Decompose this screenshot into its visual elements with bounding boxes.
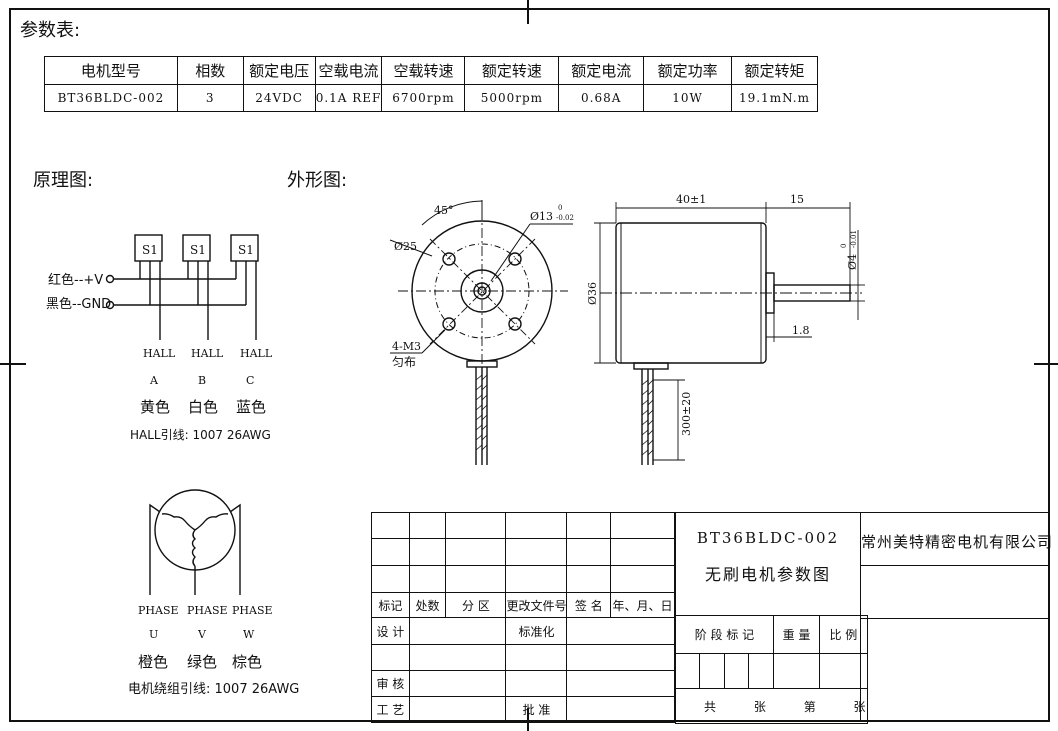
- rev-header: 签 名: [566, 592, 612, 618]
- hall-sensor-a: [134, 234, 163, 262]
- phase-letter: U: [149, 628, 158, 641]
- boss-tol-upper: 0: [558, 204, 562, 212]
- phase-letter: V: [197, 628, 207, 641]
- hall-label: HALL: [240, 347, 273, 360]
- power-black-label: 黑色--GND: [46, 296, 111, 312]
- winding-symbol: [149, 489, 241, 595]
- params-heading: 参数表:: [20, 20, 81, 41]
- drawing-number: BT36BLDC-002: [696, 529, 840, 547]
- phase-letter: W: [243, 628, 255, 641]
- principle-heading: 原理图:: [33, 170, 94, 191]
- hall-label: HALL: [191, 347, 224, 360]
- shaft-dia-dim: Ø4: [846, 254, 859, 270]
- phase-color: 橙色: [138, 653, 168, 671]
- angle-dim: 45°: [434, 204, 454, 217]
- hall-wire-spec: HALL引线: 1007 26AWG: [130, 428, 271, 442]
- sensor-label: S1: [190, 243, 206, 257]
- phase-color: 棕色: [232, 653, 262, 671]
- hall-sensor-c: [230, 234, 259, 262]
- lead-length-dim: 300±20: [680, 392, 693, 436]
- param-header: 额定转矩: [730, 56, 819, 85]
- param-value: 19.1mN.m: [730, 84, 819, 112]
- param-header: 额定电流: [558, 56, 645, 85]
- sheets-label: 张: [753, 699, 767, 714]
- boss-dim: Ø13: [530, 210, 553, 223]
- mount-hole: [442, 252, 456, 266]
- param-value: 6700rpm: [381, 84, 466, 112]
- side-view: 40±1 15 Ø36 Ø4 0 -0.01 1.8 300±20: [586, 193, 865, 465]
- length-dim: 40±1: [676, 193, 706, 206]
- standardize-label: 标准化: [505, 617, 568, 645]
- shaft-tol-lower: -0.01: [850, 230, 858, 248]
- hall-letter: A: [149, 374, 159, 387]
- front-view: 45° Ø25 Ø13 0 -0.02 4-M3 匀布: [389, 200, 574, 465]
- drawing-title-cell: BT36BLDC-002 无刷电机参数图: [675, 512, 861, 616]
- holes-dim: 4-M3: [392, 340, 421, 353]
- stage-grid: 阶 段 标 记 重 量 比 例 共 张 第 张: [675, 615, 868, 724]
- company-name: 常州美特精密电机有限公司: [861, 513, 1052, 566]
- winding-wire-spec: 电机绕组引线: 1007 26AWG: [128, 682, 299, 697]
- drawing-name: 无刷电机参数图: [704, 565, 831, 584]
- param-value: 3: [176, 84, 244, 112]
- hall-color: 黄色: [140, 398, 170, 416]
- sensor-label: S1: [238, 243, 254, 257]
- hall-color: 白色: [188, 398, 218, 416]
- holes-note: 匀布: [392, 355, 416, 369]
- total-sheets-label: 共: [704, 699, 718, 714]
- scale-label: 比 例: [819, 615, 868, 654]
- phase-label: PHASE: [138, 604, 179, 617]
- shaft-tol-upper: 0: [840, 244, 848, 248]
- body-dia-dim: Ø36: [586, 282, 599, 305]
- review-label: 审 核: [371, 670, 410, 697]
- param-header: 额定功率: [643, 56, 732, 85]
- mount-hole: [508, 252, 522, 266]
- rev-header: 处数: [408, 592, 447, 618]
- hall-letter: B: [198, 374, 206, 387]
- pcd-dim: Ø25: [394, 240, 417, 253]
- param-value: 0.68A: [558, 84, 645, 112]
- param-table: 电机型号 相数 额定电压 空载电流 空载转速 额定转速 额定电流 额定功率 额定…: [44, 56, 819, 112]
- process-label: 工 艺: [371, 696, 410, 723]
- hall-label: HALL: [143, 347, 176, 360]
- sensor-label: S1: [142, 243, 158, 257]
- rev-header: 分 区: [445, 592, 507, 618]
- param-value: 24VDC: [242, 84, 316, 112]
- hall-letter: C: [246, 374, 254, 387]
- power-red-label: 红色--+V: [48, 272, 103, 288]
- rev-header: 年、月、日: [610, 592, 675, 618]
- stage-mark-label: 阶 段 标 记: [675, 615, 774, 654]
- shoulder-dim: 1.8: [792, 324, 810, 337]
- phase-color: 绿色: [187, 653, 217, 671]
- boss-tol-lower: -0.02: [556, 214, 574, 222]
- param-value: 10W: [643, 84, 732, 112]
- param-header: 额定转速: [464, 56, 560, 85]
- param-value: BT36BLDC-002: [44, 84, 178, 112]
- shaft-length-dim: 15: [790, 193, 804, 206]
- outline-heading: 外形图:: [287, 170, 348, 191]
- hall-color: 蓝色: [236, 398, 266, 416]
- approve-label: 批 准: [505, 696, 568, 723]
- hall-sensor-b: [182, 234, 211, 262]
- company-cell: 常州美特精密电机有限公司: [860, 512, 1052, 722]
- param-header: 相数: [176, 56, 244, 85]
- sheet-unit-label: 张: [853, 699, 867, 714]
- param-value: 0.1A REF: [314, 84, 383, 112]
- weight-label: 重 量: [772, 615, 821, 654]
- rev-header: 更改文件号: [505, 592, 568, 618]
- revision-grid: 标记 处数 分 区 更改文件号 签 名 年、月、日 设 计 标准化 审 核 工 …: [371, 512, 675, 723]
- sheet-no-label: 第: [803, 699, 817, 714]
- param-header: 空载转速: [381, 56, 466, 85]
- phase-label: PHASE: [187, 604, 228, 617]
- hall-schematic: S1 S1 S1 红色--+V 黑色--GND HALL HALL HALL A…: [46, 234, 299, 697]
- phase-label: PHASE: [232, 604, 273, 617]
- mount-hole: [442, 317, 456, 331]
- param-header: 额定电压: [242, 56, 316, 85]
- rev-header: 标记: [371, 592, 410, 618]
- design-label: 设 计: [371, 617, 410, 645]
- mount-hole: [508, 317, 522, 331]
- param-value: 5000rpm: [464, 84, 560, 112]
